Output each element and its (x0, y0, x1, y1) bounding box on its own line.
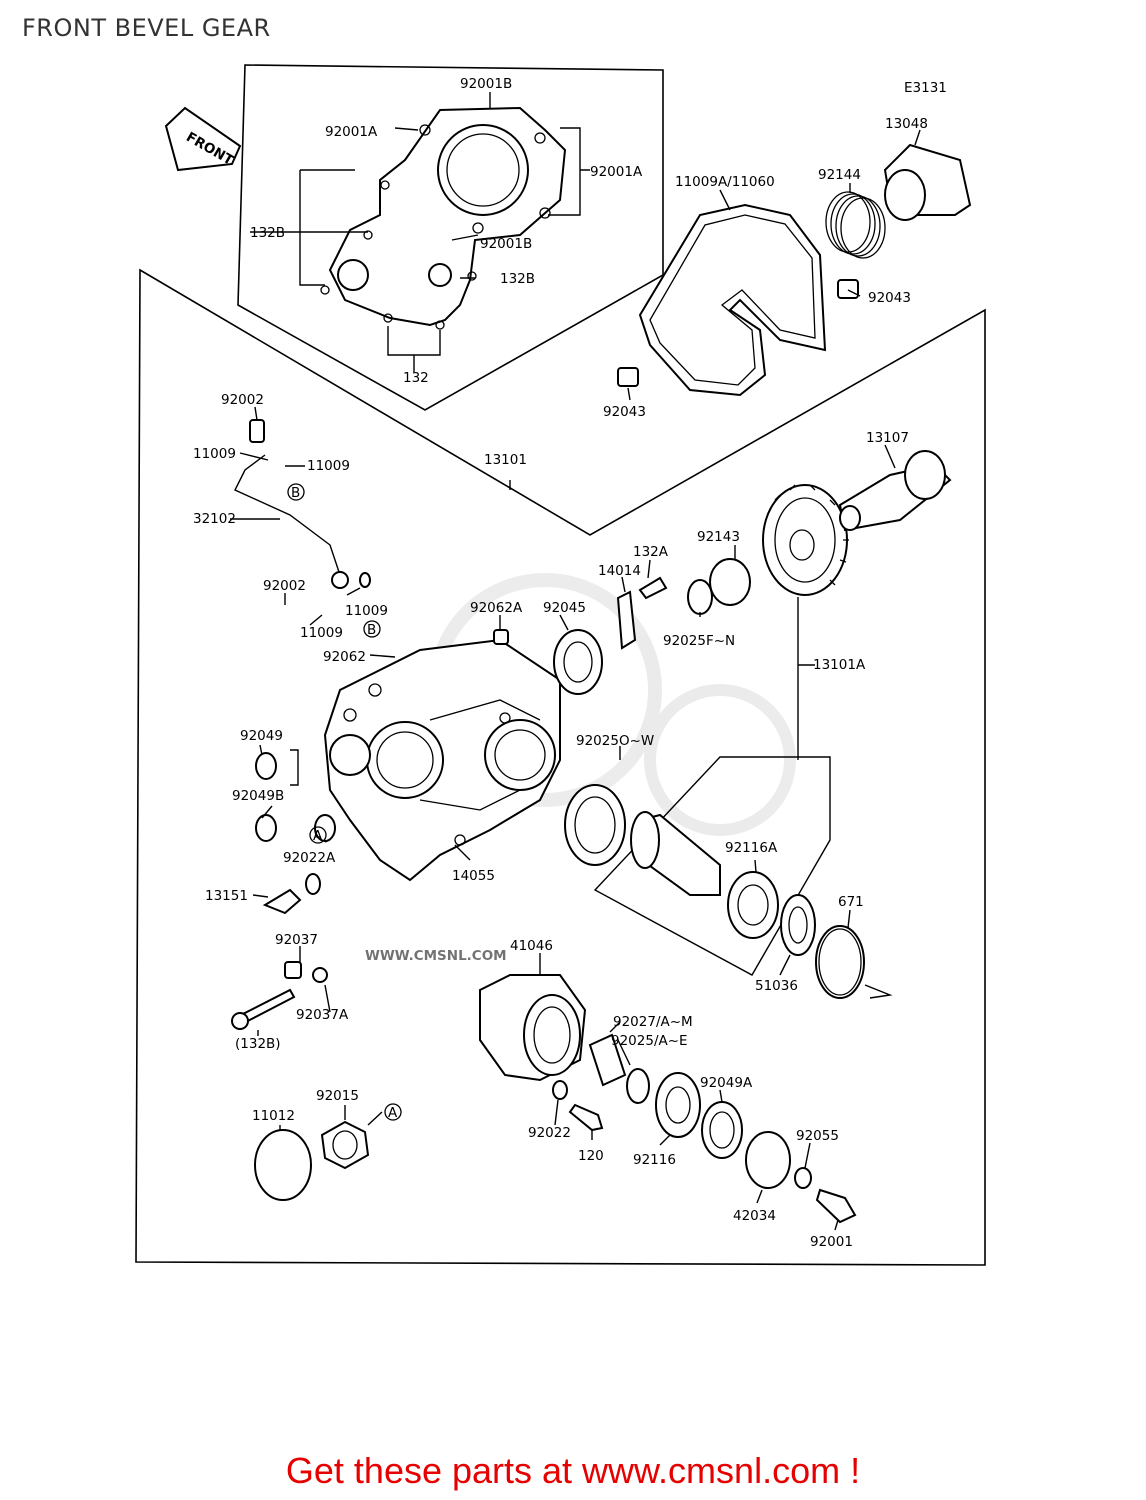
label-42034: 42034 (733, 1208, 776, 1224)
label-92043-left: 92043 (603, 404, 646, 420)
label-132B-right: 132B (500, 271, 535, 287)
front-arrow: FRONT (164, 106, 242, 172)
gear-case-cover (299, 106, 590, 372)
oil-seal-92025F (687, 579, 713, 615)
label-14055: 14055 (452, 868, 495, 884)
label-92144: 92144 (818, 167, 861, 183)
leader-lines (230, 92, 921, 1231)
label-92116A: 92116A (725, 840, 778, 856)
gasket-92025O (564, 784, 626, 866)
label-92001B-mid: 92001B (480, 236, 532, 252)
svg-text:A: A (388, 1105, 398, 1121)
output-flange (883, 143, 972, 221)
label-132B-left: 132B (250, 225, 285, 241)
dowel-pin-left (617, 367, 639, 387)
frames (135, 64, 986, 1266)
nut-92015 (320, 1120, 370, 1170)
label-92143: 92143 (697, 529, 740, 545)
label-92002-mid: 92002 (263, 578, 306, 594)
label-671: 671 (838, 894, 864, 910)
label-51036: 51036 (755, 978, 798, 994)
breather-plug (262, 888, 302, 915)
bearing-housing (479, 974, 857, 1224)
label-11009-a: 11009 (193, 446, 236, 462)
spring (825, 191, 886, 259)
watermark-text: WWW.CMSNL.COM (365, 948, 507, 964)
label-13101A: 13101A (813, 657, 866, 673)
label-13151: 13151 (205, 888, 248, 904)
label-92049: 92049 (240, 728, 283, 744)
svg-text:B: B (291, 485, 300, 501)
label-92062A: 92062A (470, 600, 523, 616)
cap-11012 (254, 1129, 312, 1201)
label-92043-right: 92043 (868, 290, 911, 306)
label-92049A: 92049A (700, 1075, 753, 1091)
label-11009-b: 11009 (307, 458, 350, 474)
label-92037: 92037 (275, 932, 318, 948)
label-92049B: 92049B (232, 788, 284, 804)
output-shaft (838, 450, 952, 532)
label-92055: 92055 (796, 1128, 839, 1144)
ref-markers: B B A A (287, 483, 402, 1121)
dowel-pin-right (837, 279, 859, 299)
diagram-code: E3131 (904, 80, 947, 96)
label-11009-c: 11009 (345, 603, 388, 619)
ring-gear (762, 484, 849, 596)
label-120: 120 (578, 1148, 604, 1164)
seal-92049 (255, 752, 277, 780)
label-11009A-11060: 11009A/11060 (675, 174, 775, 190)
label-92001B-top: 92001B (460, 76, 512, 92)
label-132: 132 (403, 370, 429, 386)
label-13101: 13101 (484, 452, 527, 468)
label-92116: 92116 (633, 1152, 676, 1168)
label-92025F-N: 92025F~N (663, 633, 735, 649)
label-13048: 13048 (885, 116, 928, 132)
label-13107: 13107 (866, 430, 909, 446)
pinion-gear (564, 784, 865, 999)
part-labels: 92001B 92001A 92001A 132B 92001B 132B 13… (193, 76, 928, 1250)
label-92015: 92015 (316, 1088, 359, 1104)
label-132B-paren: (132B) (235, 1036, 281, 1052)
footer-link[interactable]: Get these parts at www.cmsnl.com ! (285, 1450, 861, 1491)
label-92001A-right: 92001A (590, 164, 643, 180)
label-92002-top: 92002 (221, 392, 264, 408)
main-frame (135, 268, 986, 1266)
svg-text:A: A (313, 828, 323, 844)
svg-text:B: B (367, 622, 376, 638)
label-11009-d: 11009 (300, 625, 343, 641)
bearing-92143 (709, 558, 751, 606)
gasket (638, 203, 827, 397)
label-92062: 92062 (323, 649, 366, 665)
label-132A: 132A (633, 544, 669, 560)
label-92001A-left: 92001A (325, 124, 378, 140)
label-32102: 32102 (193, 511, 236, 527)
label-92045: 92045 (543, 600, 586, 616)
label-41046: 41046 (510, 938, 553, 954)
label-92037A: 92037A (296, 1007, 349, 1023)
label-92025O-W: 92025O~W (576, 733, 654, 749)
cover-inset-frame (237, 64, 664, 411)
label-92027: 92027/A~M (613, 1014, 693, 1030)
label-11012: 11012 (252, 1108, 295, 1124)
gear-case (323, 638, 561, 882)
label-92022: 92022 (528, 1125, 571, 1141)
label-92001: 92001 (810, 1234, 853, 1250)
label-92025A-E: 92025/A~E (611, 1033, 688, 1049)
bracket-14014 (616, 590, 637, 650)
bearing-92045 (553, 629, 603, 695)
bevel-gear-subframe (593, 756, 831, 976)
label-92022A: 92022A (283, 850, 336, 866)
page-title: FRONT BEVEL GEAR (22, 14, 271, 42)
seal-92049B (255, 814, 277, 842)
label-14014: 14014 (598, 563, 641, 579)
oil-pipe (234, 419, 371, 589)
